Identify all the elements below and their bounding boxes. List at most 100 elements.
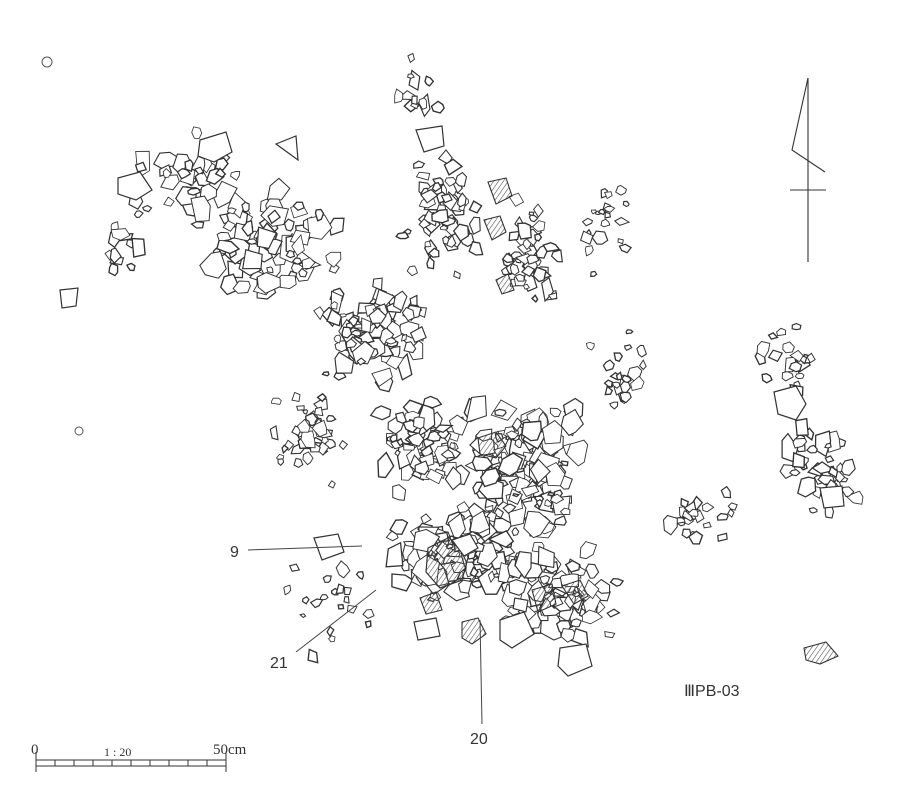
- stone: [585, 563, 600, 579]
- stone: [216, 231, 232, 242]
- stone: [333, 372, 347, 381]
- stone: [335, 583, 345, 595]
- stone: [274, 135, 299, 162]
- stone: [334, 351, 355, 374]
- stone: [425, 468, 444, 485]
- stone: [187, 187, 202, 196]
- isolated-stone: [74, 426, 84, 436]
- stone: [351, 340, 376, 365]
- stone: [526, 254, 540, 265]
- stone: [520, 484, 540, 497]
- stone: [453, 270, 461, 280]
- stone: [301, 257, 316, 270]
- stone: [465, 395, 487, 424]
- stone: [403, 443, 416, 451]
- stone: [828, 465, 839, 479]
- stone: [603, 191, 613, 200]
- stone: [579, 230, 594, 246]
- stone: [501, 252, 514, 264]
- stone: [439, 224, 449, 231]
- stone: [615, 184, 627, 196]
- stone: [392, 484, 407, 501]
- stone: [141, 204, 153, 213]
- stone: [302, 451, 314, 466]
- stone: [314, 406, 324, 417]
- stone: [281, 444, 289, 455]
- stone: [533, 203, 544, 218]
- stone: [418, 218, 432, 230]
- stone: [292, 201, 305, 212]
- stone: [508, 579, 528, 596]
- stone: [374, 288, 396, 308]
- stone: [384, 337, 397, 345]
- stone: [662, 514, 678, 536]
- stone: [431, 181, 442, 193]
- stone: [454, 171, 468, 187]
- stone: [328, 635, 336, 643]
- stone: [456, 501, 470, 514]
- stone: [517, 222, 532, 240]
- stone: [395, 231, 410, 240]
- stone: [824, 442, 832, 449]
- stone: [528, 214, 539, 223]
- stone: [389, 519, 409, 536]
- stone: [532, 266, 547, 283]
- stone: [788, 469, 801, 477]
- callout-label-20: 20: [470, 731, 488, 748]
- stone: [338, 439, 349, 451]
- stone: [604, 211, 612, 219]
- hatched-stone: [561, 579, 589, 605]
- stone: [333, 334, 342, 344]
- stone: [326, 308, 343, 327]
- stone: [291, 233, 305, 256]
- stone: [625, 329, 634, 335]
- stone: [590, 270, 598, 278]
- stone: [468, 241, 484, 256]
- stone: [134, 161, 148, 173]
- stone: [514, 273, 525, 282]
- leader-line-21: [295, 589, 377, 653]
- stone: [409, 294, 418, 307]
- stone: [544, 461, 566, 487]
- stone: [190, 195, 211, 223]
- stone: [422, 395, 443, 409]
- stone: [508, 230, 521, 242]
- stone: [529, 458, 551, 484]
- stone: [457, 192, 467, 208]
- stone: [219, 273, 239, 296]
- stone: [727, 508, 735, 518]
- stone: [346, 604, 358, 614]
- stone: [241, 220, 254, 238]
- stone: [484, 504, 494, 512]
- callout-leaders: [247, 545, 483, 725]
- stone: [420, 513, 432, 525]
- stone: [430, 100, 445, 114]
- stone: [549, 407, 562, 418]
- stone: [371, 367, 393, 388]
- stone: [327, 480, 336, 489]
- stone: [615, 371, 624, 381]
- stone: [797, 476, 817, 498]
- hatched-stone: [531, 583, 557, 613]
- stone: [131, 237, 146, 258]
- stone: [603, 379, 614, 388]
- stone: [776, 327, 786, 337]
- stone: [108, 262, 119, 277]
- stone: [362, 608, 375, 619]
- stone: [680, 497, 690, 510]
- stone: [471, 455, 494, 472]
- stone: [502, 503, 517, 514]
- stone: [229, 170, 241, 181]
- stone: [590, 209, 597, 215]
- stone: [613, 216, 631, 226]
- stone: [791, 322, 802, 331]
- stone: [325, 251, 342, 268]
- scale-start-label: 0: [31, 742, 39, 758]
- leader-line-20: [479, 619, 483, 725]
- stone: [394, 88, 405, 104]
- stone: [339, 313, 347, 318]
- stone: [343, 596, 350, 604]
- hatched-stone: [487, 177, 513, 205]
- stone: [346, 338, 358, 349]
- stone: [440, 449, 456, 459]
